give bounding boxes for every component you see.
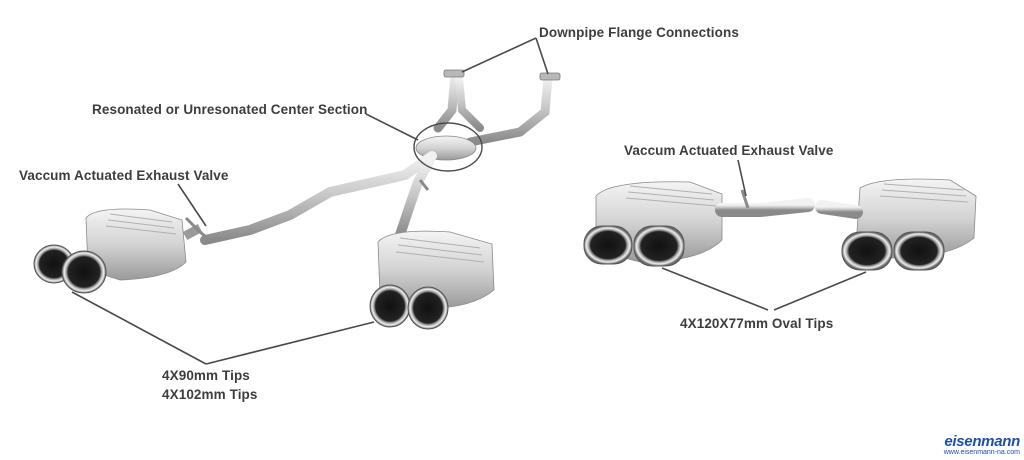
round-tip-right-1 <box>369 284 411 328</box>
oval-tip-2 <box>633 225 685 267</box>
leader-tips-right <box>205 321 375 365</box>
label-exhaust-valve-left: Vaccum Actuated Exhaust Valve <box>19 168 229 183</box>
leader-center-section <box>365 113 419 141</box>
muffler-left-ribs <box>105 213 177 235</box>
muffler-right-ribs <box>395 237 485 263</box>
downpipe-right-branch <box>465 73 553 147</box>
oval-tip-1 <box>583 225 633 265</box>
downpipe-left-branch <box>433 69 460 133</box>
right-exhaust-system <box>583 178 977 271</box>
label-center-section: Resonated or Unresonated Center Section <box>92 102 368 117</box>
eisenmann-logo: eisenmann www.eisenmann-na.com <box>924 433 1021 457</box>
oval-tip-4 <box>893 231 945 271</box>
valve-actuator-right <box>418 179 430 191</box>
rear-muffler-right-ribs <box>879 183 969 203</box>
rear-muffler-left-ribs <box>625 185 717 207</box>
leader-downpipe-left <box>461 37 537 73</box>
leader-valve-right <box>737 159 747 197</box>
downpipe-flange-left <box>443 69 465 78</box>
leader-valve-left <box>177 183 207 227</box>
label-tips-90: 4X90mm Tips <box>162 368 250 383</box>
leader-downpipe-right <box>535 37 549 75</box>
round-tip-right-2 <box>407 286 449 330</box>
label-exhaust-valve-right: Vaccum Actuated Exhaust Valve <box>624 143 834 158</box>
leader-oval-left <box>661 267 769 311</box>
label-tips-102: 4X102mm Tips <box>162 387 258 402</box>
oval-tip-3 <box>841 231 893 271</box>
valve-actuator-left <box>184 216 211 242</box>
label-round-tips: 4X90mm Tips 4X102mm Tips <box>162 366 258 404</box>
left-exhaust-system <box>33 69 561 330</box>
label-downpipe-flange: Downpipe Flange Connections <box>539 25 739 40</box>
logo-wordmark: eisenmann <box>944 433 1020 450</box>
downpipe-inner-branch <box>455 74 484 132</box>
downpipe-flange-right <box>539 72 561 81</box>
logo-url: www.eisenmann-na.com <box>943 449 1020 456</box>
mid-pipe-left <box>200 151 437 245</box>
rear-inlet-pipe-left <box>715 198 815 217</box>
leader-tips-left <box>71 291 207 365</box>
rear-valve-actuator <box>740 189 750 209</box>
mid-pipe-right <box>395 155 435 240</box>
rear-inlet-pipe-right <box>815 200 863 219</box>
leader-oval-right <box>773 271 867 311</box>
center-section-circle <box>413 122 483 172</box>
leader-lines <box>71 37 867 365</box>
round-tip-left-2 <box>61 250 107 294</box>
label-oval-tips: 4X120X77mm Oval Tips <box>680 316 834 331</box>
